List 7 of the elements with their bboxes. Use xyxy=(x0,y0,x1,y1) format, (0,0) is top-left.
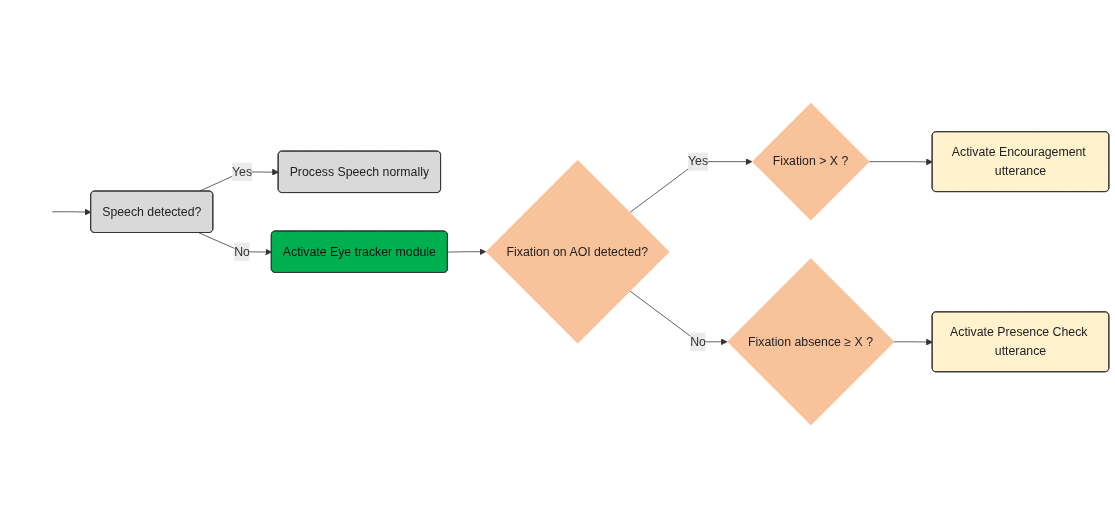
edge-label: No xyxy=(690,334,706,348)
node-diamond: Fixation absence ≥ X ? xyxy=(727,258,895,426)
edge-label: Yes xyxy=(687,154,709,168)
edge-label: No xyxy=(234,244,250,258)
node-diamond: Fixation on AOI detected? xyxy=(485,159,670,344)
node-diamond: Fixation > X ? xyxy=(752,102,870,221)
edge-label: Yes xyxy=(232,164,253,178)
